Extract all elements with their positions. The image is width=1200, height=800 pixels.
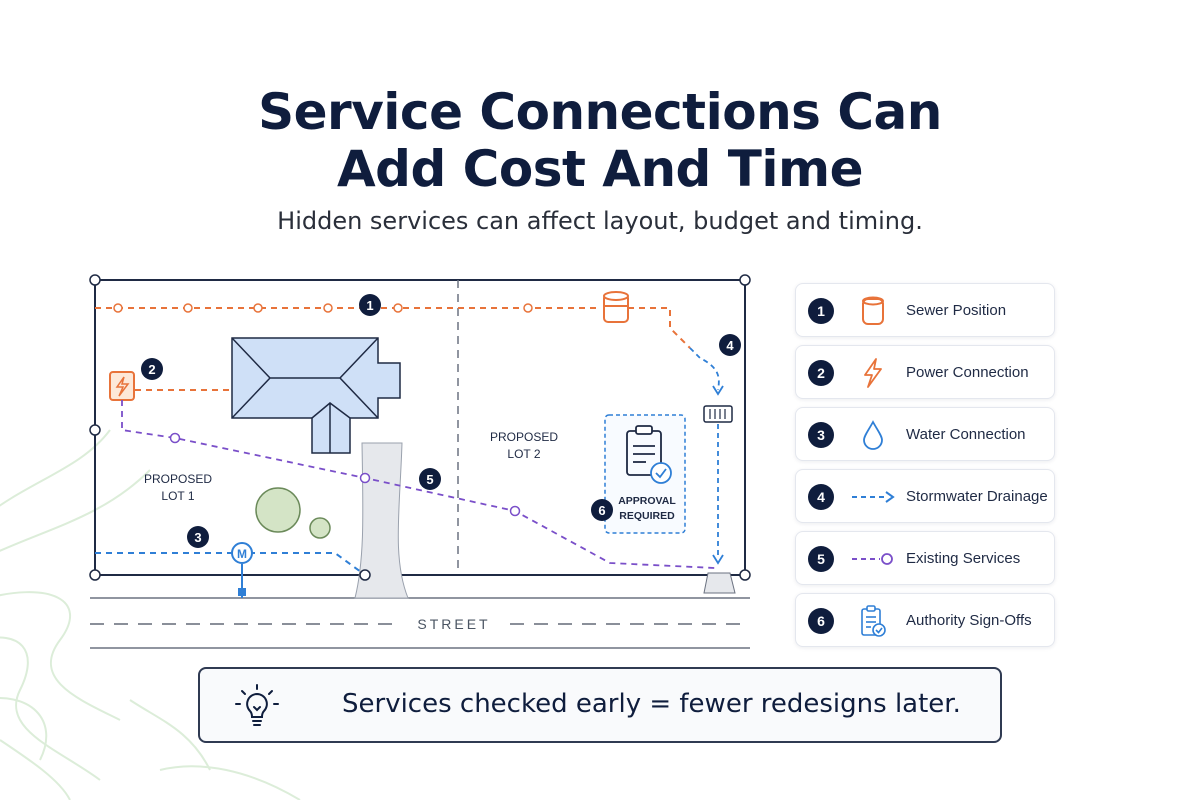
clipboard-check-icon <box>626 425 672 484</box>
sewer-pipe-icon <box>603 291 629 323</box>
lot-2-label-line-2: LOT 2 <box>507 447 540 461</box>
house-roof <box>231 337 401 454</box>
driveway-corner-handle <box>359 569 371 581</box>
callout-1: 1 <box>359 294 381 316</box>
lot-2-label-line-1: PROPOSED <box>490 430 558 444</box>
legend-number: 4 <box>808 484 834 510</box>
legend-item-stormwater: 4 Stormwater Drainage <box>795 469 1055 523</box>
power-line <box>109 371 232 401</box>
svg-text:4: 4 <box>726 338 734 353</box>
lightbulb-icon <box>235 684 279 726</box>
legend-item-sewer: 1 Sewer Position <box>795 283 1055 337</box>
svg-text:5: 5 <box>426 472 433 487</box>
callout-4: 4 <box>719 334 741 356</box>
sewer-pipe-icon <box>848 295 898 327</box>
dashed-arrow-icon <box>848 481 898 513</box>
boundary-corner-handle <box>89 274 101 286</box>
water-meter <box>231 542 253 564</box>
svg-text:1: 1 <box>366 298 373 313</box>
dashed-line-circle-icon <box>848 543 898 575</box>
power-box <box>109 371 135 401</box>
legend-item-power: 2 Power Connection <box>795 345 1055 399</box>
boundary-corner-handle <box>89 569 101 581</box>
approval-label-line-1: APPROVAL <box>618 495 676 507</box>
svg-text:3: 3 <box>194 530 201 545</box>
legend-item-authority: 6 Authority Sign-Offs <box>795 593 1055 647</box>
sewer-line <box>95 291 691 349</box>
boundary-corner-handle <box>739 569 751 581</box>
page-title-line-1: Service Connections Can <box>258 83 942 141</box>
tip-text: Services checked early = fewer redesigns… <box>342 689 961 719</box>
legend-number: 1 <box>808 298 834 324</box>
kerb-outlet <box>703 572 736 594</box>
legend-label: Authority Sign-Offs <box>906 612 1032 629</box>
callout-2: 2 <box>141 358 163 380</box>
page-subtitle: Hidden services can affect layout, budge… <box>277 207 923 235</box>
water-meter-label: M <box>237 547 247 561</box>
legend-number: 2 <box>808 360 834 386</box>
legend-number: 5 <box>808 546 834 572</box>
legend-number: 3 <box>808 422 834 448</box>
tree-large <box>255 487 301 533</box>
existing-services-nodes <box>169 432 521 517</box>
stormwater-line <box>689 347 736 594</box>
page-title-line-2: Add Cost And Time <box>336 140 864 198</box>
legend-label: Sewer Position <box>906 302 1007 319</box>
lot-1-label-line-1: PROPOSED <box>144 472 212 486</box>
lightning-bolt-icon <box>848 357 898 389</box>
water-drop-icon <box>848 419 898 451</box>
legend-label: Water Connection <box>906 426 1026 443</box>
tip-banner: Services checked early = fewer redesigns… <box>198 667 1002 743</box>
tree-small <box>309 517 331 539</box>
svg-text:6: 6 <box>598 503 605 518</box>
legend-item-existing-services: 5 Existing Services <box>795 531 1055 585</box>
legend-number: 6 <box>808 608 834 634</box>
water-line: M <box>95 542 366 598</box>
approval-label-line-2: REQUIRED <box>619 510 675 522</box>
lightning-bolt-icon <box>115 376 130 397</box>
stormwater-grate <box>703 405 733 423</box>
legend-label: Existing Services <box>906 550 1021 567</box>
legend-label: Power Connection <box>906 364 1029 381</box>
svg-text:2: 2 <box>148 362 155 377</box>
legend-label: Stormwater Drainage <box>906 488 1048 505</box>
clipboard-check-icon <box>848 605 898 637</box>
boundary-corner-handle <box>739 274 751 286</box>
callout-6: 6 <box>591 499 613 521</box>
lot-1-label-line-2: LOT 1 <box>161 489 194 503</box>
street-label: STREET <box>417 616 490 632</box>
site-plan-diagram: STREET <box>89 274 751 649</box>
boundary-corner-handle <box>89 424 101 436</box>
approval-required-box: APPROVAL REQUIRED <box>604 414 686 534</box>
callout-5: 5 <box>419 468 441 490</box>
legend-item-water: 3 Water Connection <box>795 407 1055 461</box>
callout-3: 3 <box>187 526 209 548</box>
